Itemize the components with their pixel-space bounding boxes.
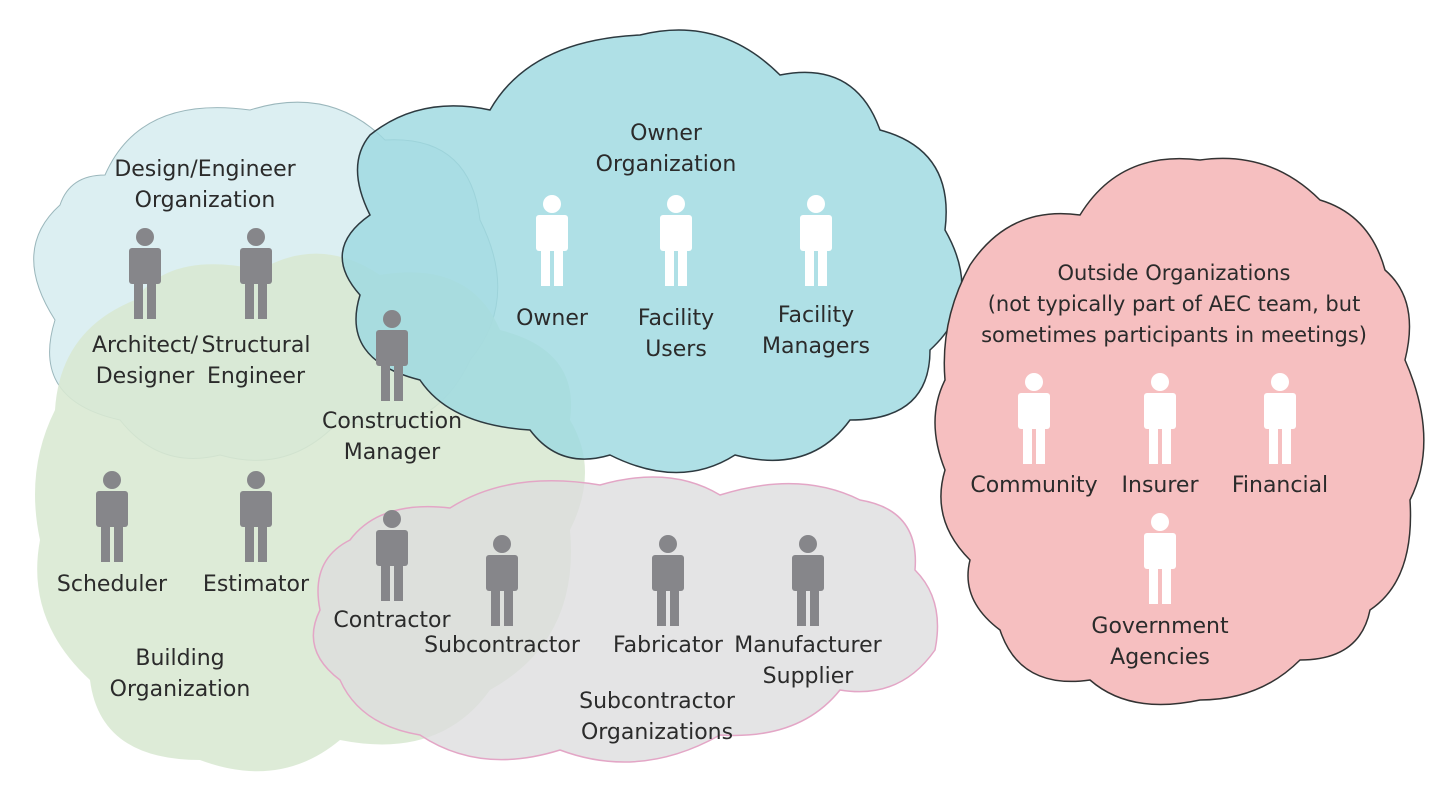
insurer-label: Insurer	[1121, 473, 1199, 498]
contractor-label: Contractor	[333, 608, 451, 633]
subcontractor-label: Subcontractor	[424, 633, 580, 658]
outside-organizations-title: Outside Organizations(not typically part…	[981, 261, 1367, 347]
fabricator-label: Fabricator	[613, 633, 723, 658]
owner-organization-cloud	[341, 29, 963, 474]
owner-label: Owner	[516, 306, 588, 331]
community-label: Community	[970, 473, 1098, 498]
scheduler-label: Scheduler	[56, 572, 168, 597]
estimator-label: Estimator	[202, 572, 310, 597]
outside-organizations-cloud	[934, 157, 1425, 706]
architect-designer-label: Architect/Designer	[91, 333, 199, 389]
financial-label: Financial	[1231, 473, 1329, 498]
subcontractor-organizations-cloud	[312, 476, 939, 763]
